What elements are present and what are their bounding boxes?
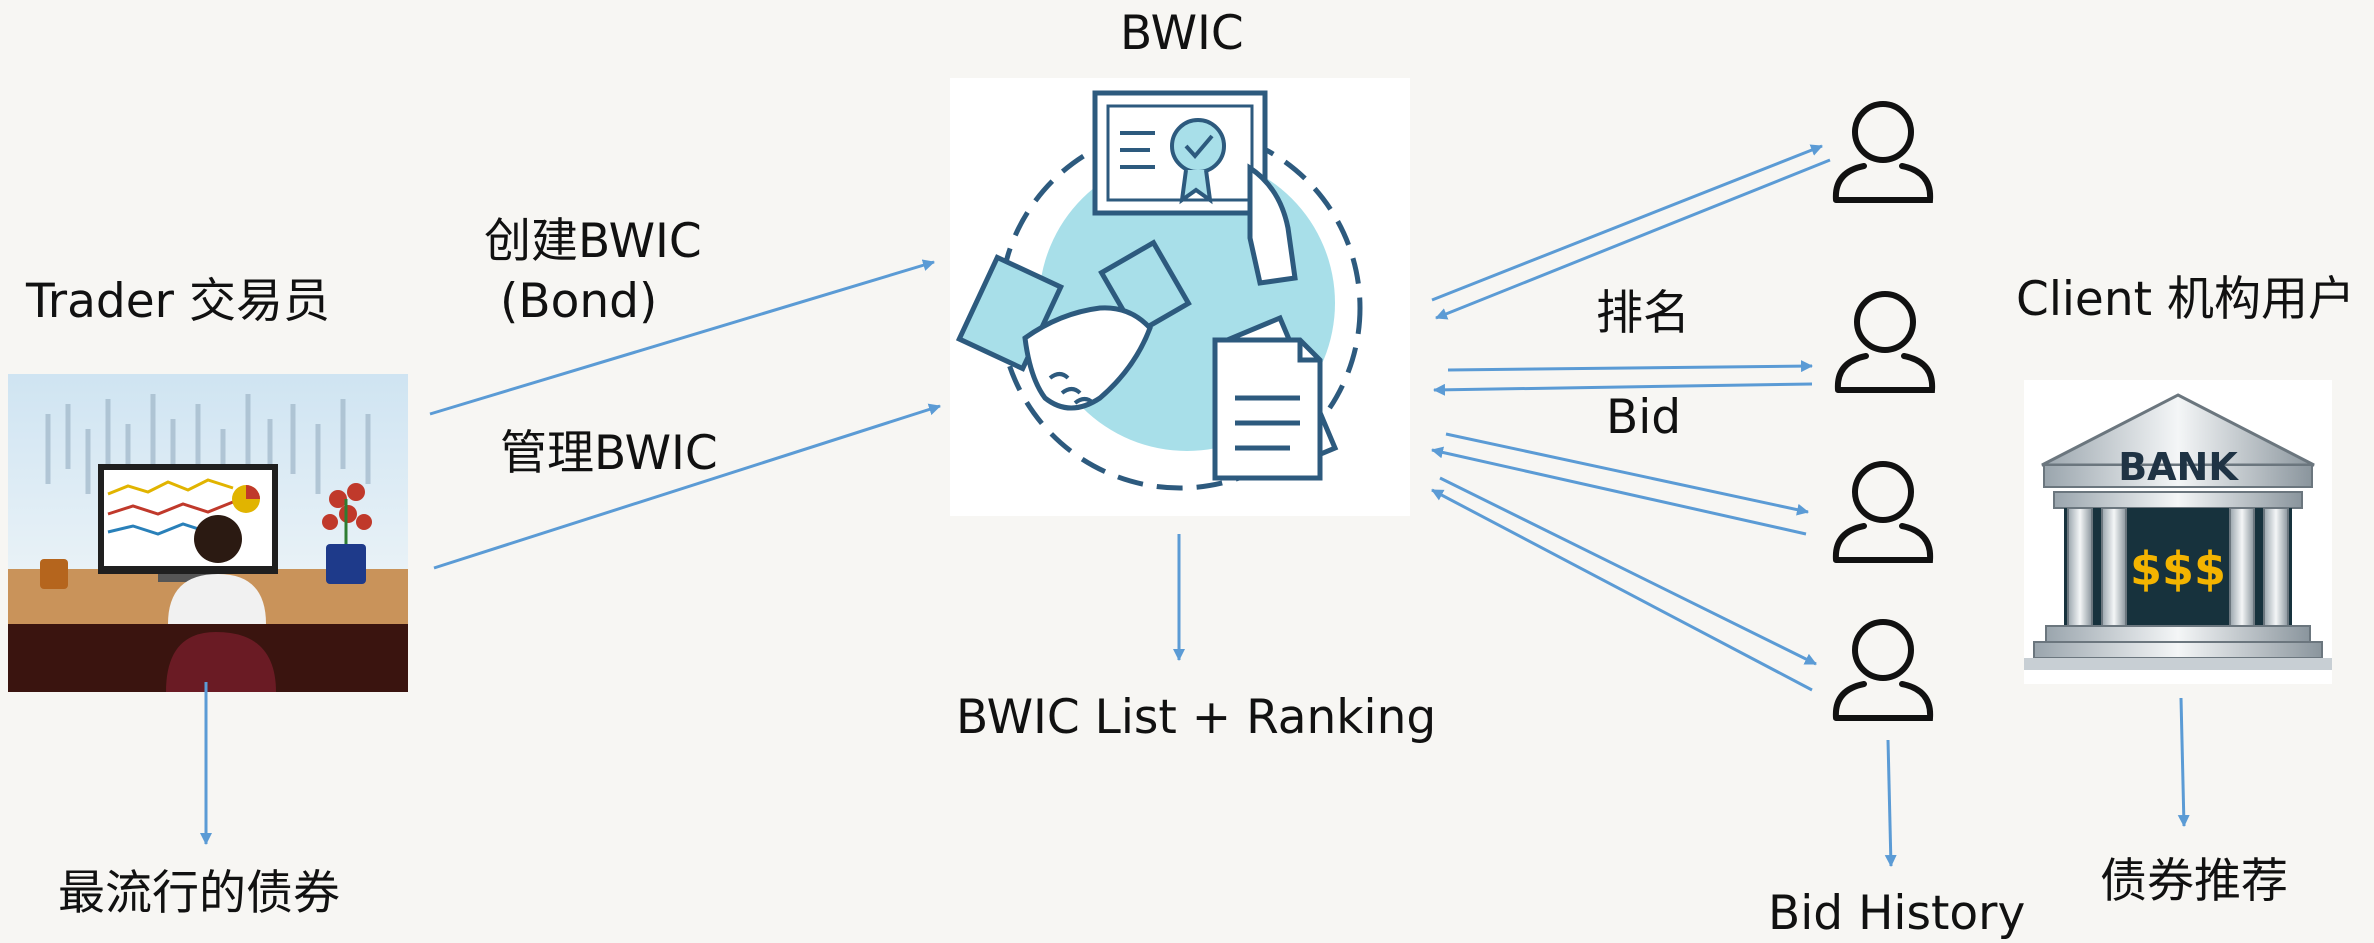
arrow-from-client-3 [1431, 446, 1807, 536]
trader-image [8, 374, 408, 692]
client-label: Client 机构用户 [2016, 272, 2356, 327]
arrow-to-client-2 [1447, 360, 1813, 373]
arrow-to-client-3 [1445, 432, 1809, 516]
bank-sign: BANK [2118, 445, 2239, 489]
create-bwic-bond-label: (Bond) [500, 274, 658, 329]
arrow-bond-recommend [2177, 697, 2190, 827]
client-person-icon-2 [1834, 291, 1936, 393]
ranking-label: 排名 [1596, 286, 1690, 341]
manage-bwic-label: 管理BWIC [500, 426, 718, 481]
bid-history-label: Bid History [1768, 886, 2026, 941]
client-person-icon-4 [1832, 619, 1934, 721]
bwic-list-label: BWIC List + Ranking [956, 690, 1437, 745]
create-bwic-label: 创建BWIC [484, 214, 702, 269]
arrow-create-bwic [429, 259, 935, 416]
client-person-icon-1 [1832, 101, 1934, 203]
client-person-icon-3 [1832, 461, 1934, 563]
arrow-bid-history [1884, 739, 1897, 867]
bwic-image [950, 78, 1410, 516]
bwic-title: BWIC [1120, 6, 1244, 61]
arrow-from-client-1 [1435, 158, 1831, 320]
arrow-to-client-4 [1439, 476, 1817, 666]
arrow-manage-bwic [433, 403, 941, 570]
arrow-from-client-4 [1431, 488, 1813, 692]
bid-label: Bid [1606, 390, 1682, 445]
bank-image: BANK $$$ [2024, 380, 2332, 684]
arrow-from-client-2 [1433, 382, 1813, 396]
bank-money: $$$ [2130, 542, 2226, 596]
trader-label: Trader 交易员 [26, 274, 330, 329]
arrow-to-client-1 [1431, 144, 1823, 302]
bond-recommend-label: 债券推荐 [2100, 854, 2288, 909]
popular-bonds-label: 最流行的债券 [58, 866, 340, 921]
